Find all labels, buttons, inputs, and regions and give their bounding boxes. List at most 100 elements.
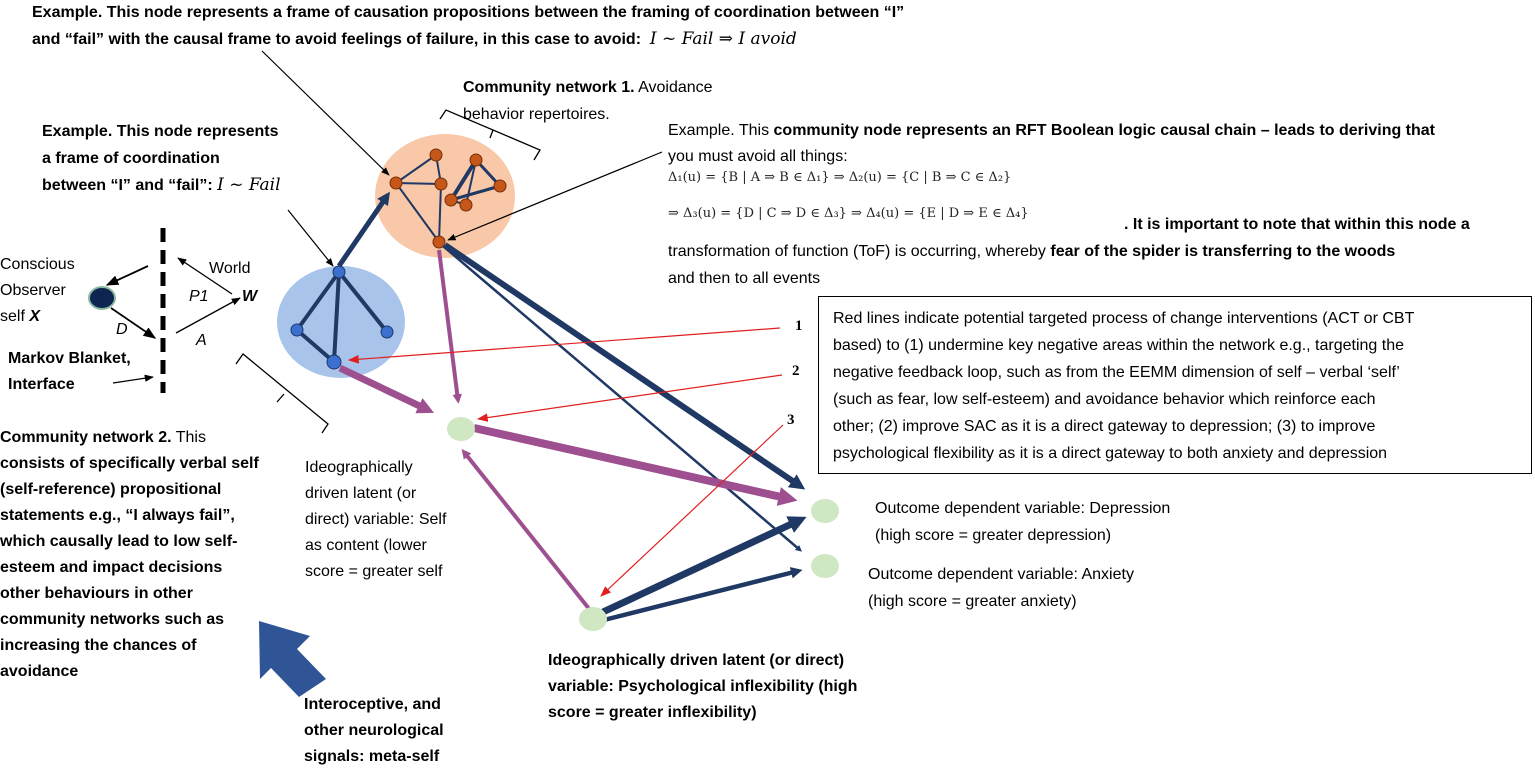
markov-blanket-label-2: Interface — [8, 376, 75, 393]
blue-node — [380, 325, 394, 339]
markov-p1-label: P1 — [189, 288, 209, 305]
top-example-line1: Example. This node represents a frame of… — [32, 4, 905, 21]
pointer-top-example — [261, 50, 390, 176]
community-network-2-line9: increasing the chances of — [0, 637, 197, 654]
orange-node — [429, 148, 443, 162]
orange-node — [493, 179, 507, 193]
markov-conscious-label: Conscious — [0, 256, 75, 273]
arrow-community2-to-self-content — [338, 364, 435, 414]
markov-d-label: D — [116, 321, 128, 338]
top-example-line2-text: and “fail” with the causal frame to avoi… — [32, 31, 642, 48]
intervention-note-line4: (such as fear, low self-esteem) and avoi… — [833, 391, 1376, 408]
blue-node — [332, 265, 346, 279]
anxiety-label-1: Outcome dependent variable: Anxiety — [868, 566, 1134, 583]
rft-example-line1-b: community node represents an RFT Boolean… — [773, 122, 1436, 139]
intervention-number-3: 3 — [787, 412, 795, 428]
inflexibility-label-3: score = greater inflexibility) — [548, 704, 757, 721]
inflexibility-label-1: Ideographically driven latent (or direct… — [548, 652, 845, 669]
intervention-note-line6: psychological flexibility as it is a dir… — [833, 445, 1388, 462]
markov-observer-label: Observer — [0, 282, 66, 299]
interoceptive-label-3: signals: meta-self — [304, 748, 440, 765]
intervention-note-box: Red lines indicate potential targeted pr… — [818, 296, 1532, 474]
orange-node — [459, 198, 473, 212]
rft-example-line3: . It is important to note that within th… — [1124, 216, 1470, 233]
markov-world-label: World — [209, 260, 251, 277]
community-network-2-line4: statements e.g., “I always fail”, — [0, 507, 235, 524]
rft-example-line4-b: fear of the spider is transferring to th… — [1050, 243, 1396, 260]
rft-example-line4: transformation of function (ToF) is occu… — [668, 239, 1395, 265]
orange-node — [444, 193, 458, 207]
community-network-2-line10: avoidance — [0, 663, 79, 680]
community-network-1-text-a: Avoidance — [638, 79, 713, 96]
sensory-arrow — [105, 265, 149, 286]
community-network-2-line2: consists of specifically verbal self — [0, 455, 259, 472]
community-network-2-edges — [295, 270, 389, 364]
community-network-2-line6: esteem and impact decisions — [0, 559, 223, 576]
community-network-2-line3: (self-reference) propositional — [0, 481, 222, 498]
interoceptive-label-2: other neurological — [304, 722, 444, 739]
left-example-line2: a frame of coordination — [42, 150, 220, 167]
red-intervention-line-2 — [476, 374, 783, 422]
community-network-1-circle — [375, 134, 515, 258]
self-content-label-1: Ideographically — [305, 459, 413, 476]
left-example-line1: Example. This node represents — [42, 123, 279, 140]
red-intervention-line-1 — [347, 327, 781, 364]
orange-node — [469, 153, 483, 167]
inflexibility-label-2: variable: Psychological inflexibility (h… — [548, 678, 858, 695]
community-network-1-text-b: behavior repertoires. — [463, 106, 610, 123]
self-content-node — [447, 417, 475, 441]
anxiety-label-2: (high score = greater anxiety) — [868, 593, 1077, 610]
community-1-bracket — [439, 109, 541, 161]
arrow-self-content-to-depression — [473, 424, 798, 506]
self-content-label-4: as content (lower — [305, 537, 427, 554]
community-network-2-circle — [277, 266, 405, 378]
orange-node — [434, 177, 448, 191]
interoceptive-label-1: Interoceptive, and — [304, 696, 441, 713]
rft-example-line5: and then to all events — [668, 270, 821, 287]
blue-node — [326, 354, 342, 370]
rft-example-line1-a: Example. This — [668, 122, 770, 139]
markov-self-text: self — [0, 308, 25, 325]
action-arrow — [110, 307, 157, 339]
markov-w-label: W — [242, 288, 258, 305]
depression-node — [811, 499, 839, 523]
inflexibility-node — [579, 607, 607, 631]
interoceptive-big-arrow — [259, 621, 326, 697]
blanket-pointer-arrow — [112, 374, 154, 384]
community-network-2-line1: Community network 2. This — [0, 425, 206, 451]
rft-formula-1: Δ₁(u) = {B | A ⇒ B ∈ Δ₁} ⇒ Δ₂(u) = {C | … — [668, 170, 1012, 185]
arrow-community1-to-depression — [443, 242, 806, 490]
self-content-label-3: direct) variable: Self — [305, 511, 447, 528]
markov-x-label: X — [29, 308, 41, 325]
rft-example-line1: Example. This community node represents … — [668, 118, 1435, 144]
pointer-rft-example — [447, 151, 663, 241]
community-network-1-label: Community network 1. Avoidance — [463, 75, 713, 101]
markov-blanket-label-1: Markov Blanket, — [8, 350, 131, 367]
community-network-1-nodes — [389, 148, 507, 249]
intervention-note-line1: Red lines indicate potential targeted pr… — [833, 310, 1415, 327]
arrow-inflex-to-self-content — [461, 448, 592, 612]
community-network-2-nodes — [290, 265, 394, 370]
depression-label-2: (high score = greater depression) — [875, 527, 1112, 544]
community-network-2-line8: community networks such as — [0, 611, 225, 628]
arrow-community1-to-self-content — [437, 249, 463, 404]
red-intervention-line-3 — [600, 424, 784, 597]
community-network-2-line5: which causally lead to low self- — [0, 533, 238, 550]
depression-label-1: Outcome dependent variable: Depression — [875, 500, 1171, 517]
markov-self-label: self X — [0, 304, 40, 330]
world-to-blanket-arrow — [177, 257, 233, 295]
intervention-number-2: 2 — [792, 363, 800, 379]
intervention-note-line3: negative feedback loop, such as from the… — [833, 364, 1400, 381]
blanket-to-world-arrow — [175, 297, 241, 334]
intervention-number-1: 1 — [795, 318, 803, 334]
rft-example-line4-a: transformation of function (ToF) is occu… — [668, 243, 1046, 260]
left-example-formula: I ~ Fail — [217, 175, 281, 195]
intervention-note-line2: based) to (1) undermine key negative are… — [833, 337, 1404, 354]
self-content-label-2: driven latent (or — [305, 485, 417, 502]
community-network-2-title: Community network 2. — [0, 429, 172, 446]
observer-node — [88, 286, 116, 310]
community-network-1-title: Community network 1. — [463, 79, 635, 96]
arrow-community2-to-community1 — [336, 191, 390, 268]
community-network-2-line7: other behaviours in other — [0, 585, 193, 602]
